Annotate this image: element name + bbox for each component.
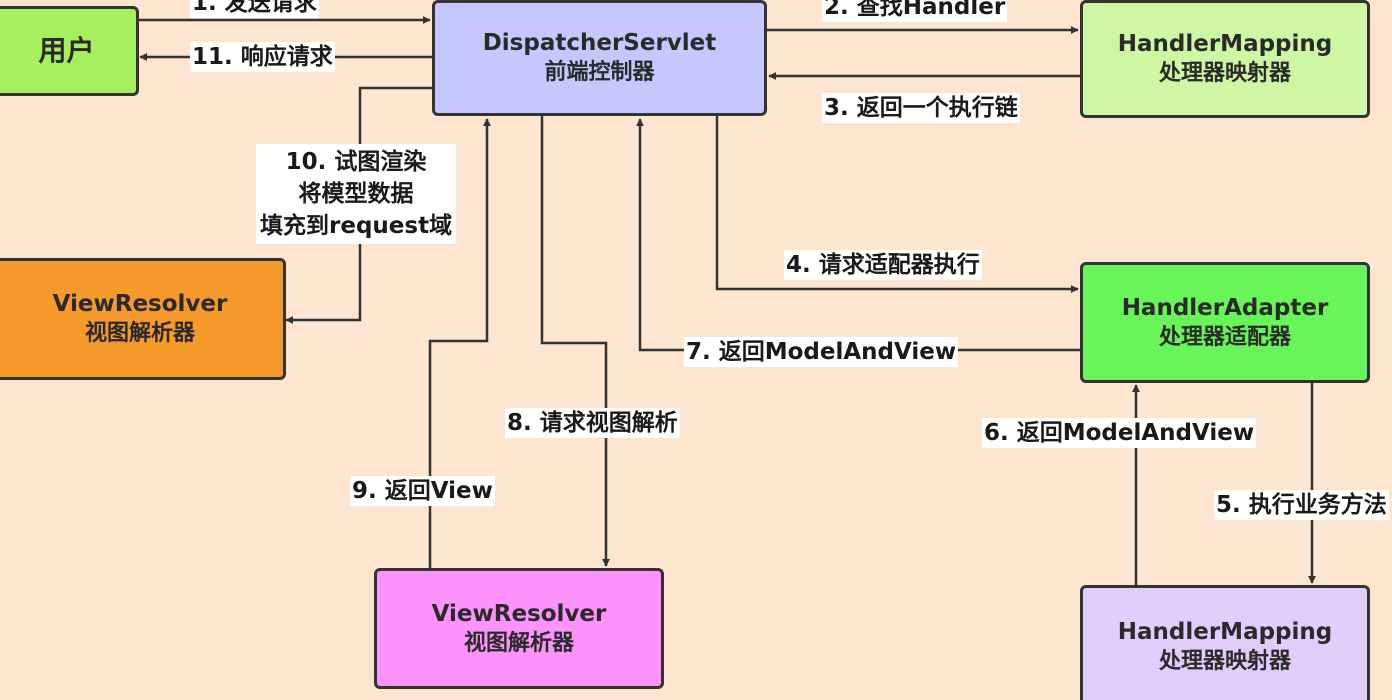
handler-adapter-node: HandlerAdapter 处理器适配器 — [1080, 262, 1370, 383]
handler-mapping-top-subtitle: 处理器映射器 — [1158, 61, 1291, 86]
handler-mapping-top-title: HandlerMapping — [1117, 31, 1333, 57]
edge-label-6: 6. 返回ModelAndView — [982, 418, 1257, 448]
edge-label-2: 2. 查找Handler — [822, 0, 1008, 22]
handler-mapping-bottom-subtitle: 处理器映射器 — [1158, 649, 1291, 674]
handler-adapter-title: HandlerAdapter — [1121, 294, 1329, 321]
edge-label-1: 1. 发送请求 — [190, 0, 319, 18]
edge-label-8: 8. 请求视图解析 — [505, 408, 680, 438]
user-node: 用户 — [0, 6, 139, 96]
handler-mapping-bottom-node: HandlerMapping 处理器映射器 — [1080, 585, 1370, 700]
view-resolver-left-title: ViewResolver — [52, 291, 228, 317]
view-resolver-bottom-subtitle: 视图解析器 — [463, 630, 574, 656]
edge-label-10: 10. 试图渲染 将模型数据 填充到request域 — [256, 144, 457, 244]
dispatcher-servlet-title: DispatcherServlet — [482, 30, 717, 56]
edge-label-5: 5. 执行业务方法 — [1214, 490, 1389, 520]
edge-label-10-line1: 10. 试图渲染 — [285, 149, 427, 175]
view-resolver-bottom-title: ViewResolver — [431, 600, 607, 627]
edge-label-10-line2: 将模型数据 — [298, 181, 414, 207]
dispatcher-servlet-subtitle: 前端控制器 — [544, 60, 655, 85]
view-resolver-left-node: ViewResolver 视图解析器 — [0, 258, 286, 380]
edge-label-11: 11. 响应请求 — [190, 42, 335, 72]
edge-label-4: 4. 请求适配器执行 — [784, 250, 982, 280]
view-resolver-bottom-node: ViewResolver 视图解析器 — [374, 568, 664, 689]
edge-label-9: 9. 返回View — [350, 476, 495, 506]
arrow-7-return-modelandview — [636, 118, 1080, 352]
user-node-title: 用户 — [38, 34, 95, 67]
arrow-9-return-view — [428, 118, 491, 568]
edge-label-10-line3: 填充到request域 — [260, 213, 453, 239]
handler-mapping-top-node: HandlerMapping 处理器映射器 — [1080, 0, 1370, 118]
edge-label-7: 7. 返回ModelAndView — [684, 337, 959, 367]
handler-adapter-subtitle: 处理器适配器 — [1158, 324, 1291, 350]
dispatcher-servlet-node: DispatcherServlet 前端控制器 — [432, 0, 767, 116]
handler-mapping-bottom-title: HandlerMapping — [1117, 619, 1333, 645]
view-resolver-left-subtitle: 视图解析器 — [84, 321, 195, 346]
arrow-8-request-view-resolve — [540, 115, 610, 567]
edge-label-3: 3. 返回一个执行链 — [822, 93, 1020, 123]
arrow-4-request-adapter — [715, 115, 1079, 293]
